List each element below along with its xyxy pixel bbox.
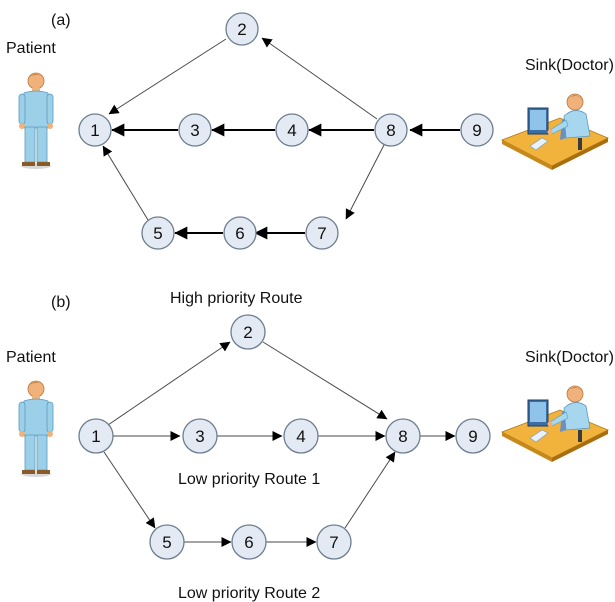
sink-label-a: Sink(Doctor)	[525, 57, 614, 74]
nodes-b: 1 2 3 4 5 6 7 8 9	[78, 314, 491, 560]
node-label: 9	[472, 121, 481, 140]
node-label: 7	[317, 224, 326, 243]
node-b-3: 3	[182, 418, 218, 454]
edges-a	[102, 37, 460, 240]
edge-b-1-5	[103, 451, 156, 529]
edges-b	[103, 341, 456, 547]
node-a-1: 1	[78, 113, 112, 147]
nodes-a: 1 2 3 4 5 6 7 8 9	[78, 12, 494, 250]
patient-icon-a	[18, 72, 54, 170]
route-low2-label: Low priority Route 2	[178, 585, 320, 602]
edge-a-2-1	[108, 38, 227, 115]
node-label: 6	[235, 224, 244, 243]
node-label: 1	[91, 427, 100, 446]
node-a-2: 2	[225, 12, 259, 46]
node-a-9: 9	[460, 113, 494, 147]
node-label: 5	[162, 533, 171, 552]
node-a-3: 3	[178, 113, 212, 147]
sink-label-b: Sink(Doctor)	[525, 349, 614, 366]
node-label: 1	[90, 121, 99, 140]
edge-a-8-2	[261, 37, 378, 120]
node-label: 4	[296, 427, 305, 446]
route-high-label: High priority Route	[170, 290, 303, 307]
patient-icon-b	[18, 380, 54, 478]
node-label: 5	[153, 224, 162, 243]
node-b-1: 1	[78, 418, 114, 454]
panel-b: (b) High priority Route Patient Sink(Doc…	[6, 290, 614, 602]
node-label: 2	[243, 323, 252, 342]
node-label: 8	[386, 121, 395, 140]
panel-a: (a) Patient Sink(Doctor) 1 2 3 4 5 6 7 8…	[6, 12, 614, 250]
node-label: 6	[244, 533, 253, 552]
node-label: 2	[237, 20, 246, 39]
panel-b-label: (b)	[51, 294, 71, 311]
node-label: 3	[190, 121, 199, 140]
node-label: 8	[398, 427, 407, 446]
edge-b-1-2	[107, 341, 231, 426]
node-b-8: 8	[385, 418, 421, 454]
panel-a-label: (a)	[51, 12, 71, 29]
node-a-7: 7	[305, 216, 339, 250]
doctor-icon-a	[501, 93, 609, 170]
node-a-6: 6	[223, 216, 257, 250]
patient-label-a: Patient	[6, 40, 56, 57]
node-label: 4	[287, 121, 296, 140]
node-b-2: 2	[230, 314, 266, 350]
node-b-4: 4	[283, 418, 319, 454]
node-a-8: 8	[374, 113, 408, 147]
node-label: 3	[195, 427, 204, 446]
node-b-9: 9	[455, 418, 491, 454]
node-b-7: 7	[316, 524, 352, 560]
node-a-5: 5	[141, 216, 175, 250]
edge-a-5-1	[102, 145, 149, 221]
node-b-5: 5	[149, 524, 185, 560]
node-label: 7	[329, 533, 338, 552]
node-label: 9	[468, 427, 477, 446]
doctor-icon-b	[501, 385, 609, 462]
edge-b-7-8	[344, 451, 396, 529]
edge-a-8-7	[345, 144, 385, 220]
edge-b-2-8	[262, 341, 388, 420]
patient-label-b: Patient	[6, 349, 56, 366]
node-a-4: 4	[275, 113, 309, 147]
route-low1-label: Low priority Route 1	[178, 471, 320, 488]
node-b-6: 6	[231, 524, 267, 560]
